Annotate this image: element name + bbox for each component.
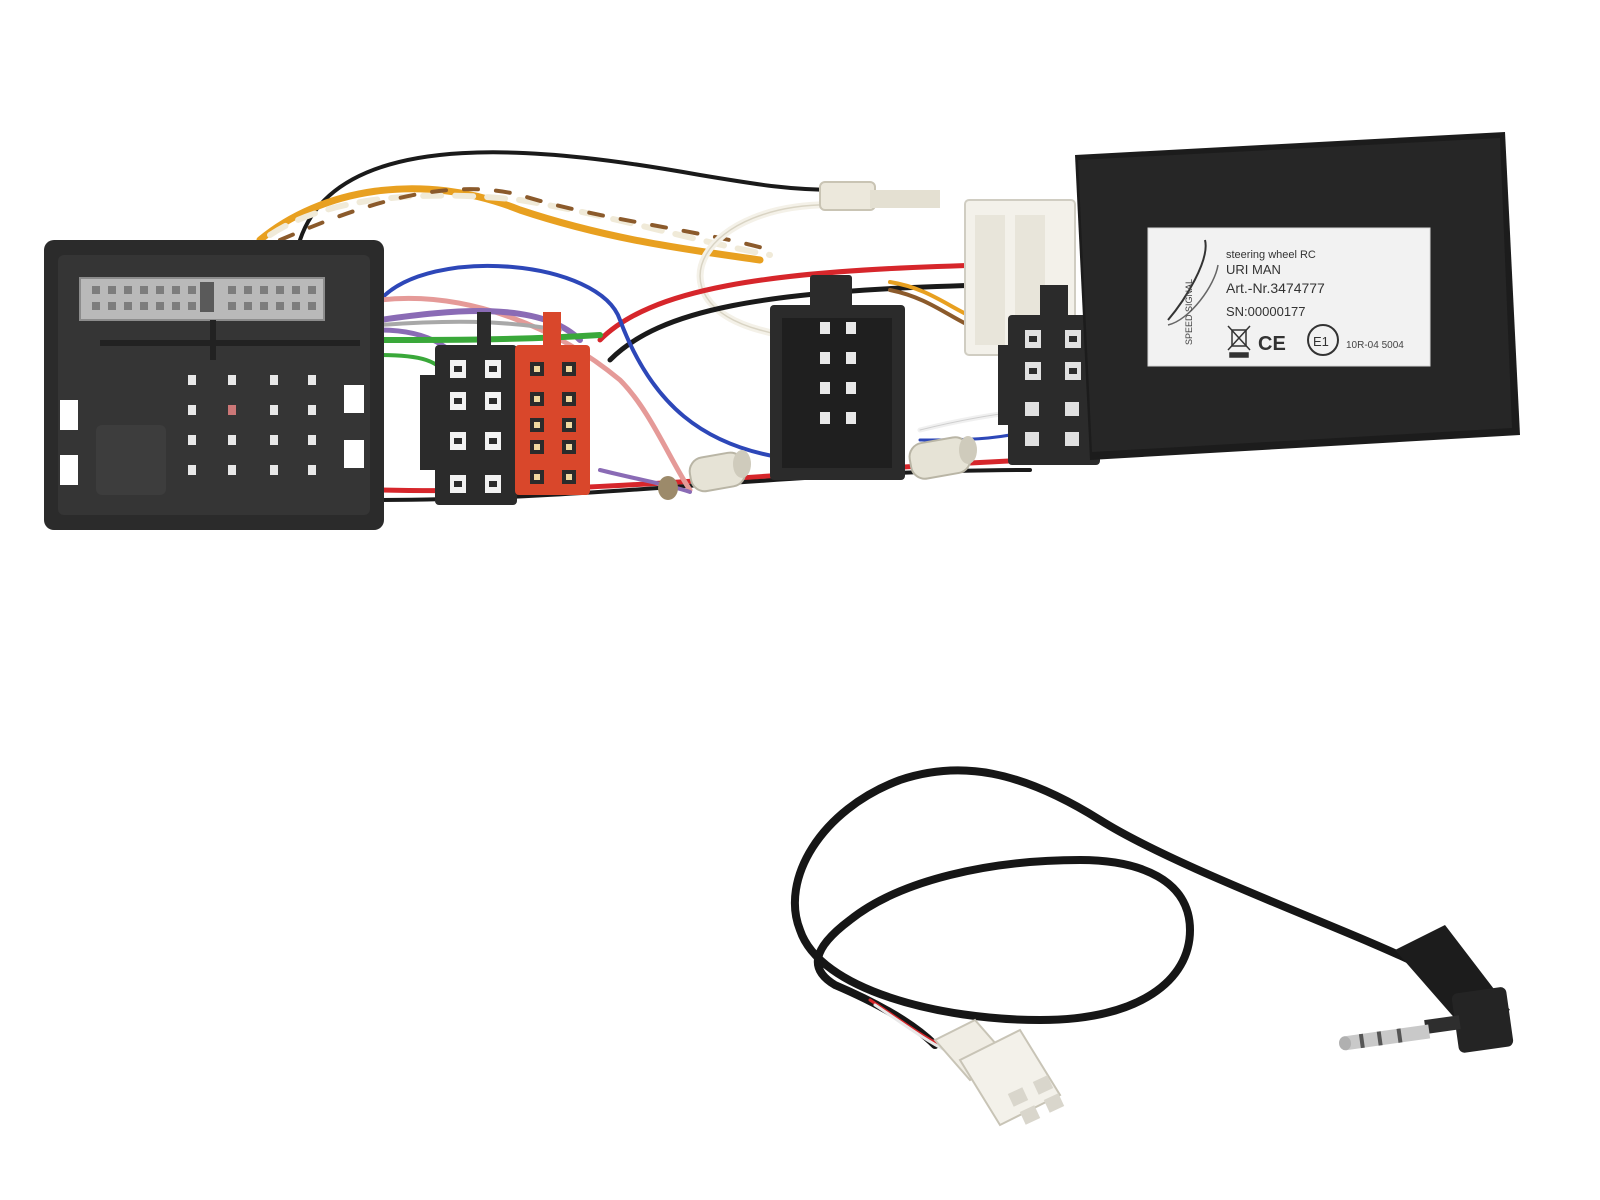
cable-white-wire	[873, 1003, 947, 1052]
brand-logo-text: SPEED SIGNAL	[1184, 279, 1194, 345]
control-module: SPEED SIGNAL steering wheel RC URI MAN A…	[1075, 132, 1520, 460]
wire-black-top	[298, 150, 842, 242]
iso-connector-red	[515, 312, 590, 495]
e-mark-text: E1	[1313, 334, 1329, 349]
wire-red-1	[597, 262, 993, 343]
label-article-number: Art.-Nr.3474777	[1226, 280, 1325, 296]
label-serial-number: SN:00000177	[1226, 304, 1306, 319]
wire-brown-twist	[278, 187, 772, 252]
quadlock-pins	[188, 375, 316, 475]
wire-pink	[377, 295, 693, 493]
quadlock-connector	[44, 240, 384, 530]
audio-jack-plug	[1338, 925, 1514, 1053]
iso-connector-black-left	[420, 312, 517, 505]
jack-tip	[1338, 1024, 1431, 1051]
antenna-plug-left	[658, 450, 751, 500]
antenna-plug-right	[908, 436, 977, 480]
wire-purple-1	[377, 308, 583, 343]
module-label: SPEED SIGNAL steering wheel RC URI MAN A…	[1147, 227, 1431, 367]
weee-bin-icon	[1227, 325, 1251, 358]
ce-mark: CE	[1258, 333, 1286, 355]
iso-connector-black-middle	[770, 275, 905, 480]
jack-adapter-cable	[791, 766, 1424, 1052]
e-mark-icon: E1	[1307, 324, 1339, 356]
wire-black-2	[607, 282, 993, 363]
speed-signal-logo: SPEED SIGNAL	[1167, 239, 1219, 345]
wire-blue	[378, 263, 802, 462]
wire-purple-3	[598, 468, 692, 494]
label-model: URI MAN	[1226, 262, 1281, 277]
approval-number: 10R-04 5004	[1346, 340, 1404, 351]
iso-connector-black-right	[998, 285, 1100, 465]
wire-grey	[378, 319, 562, 332]
label-title: steering wheel RC	[1226, 249, 1316, 261]
molex-plug-white	[933, 1018, 1065, 1127]
cable-main	[791, 766, 1424, 1049]
wire-orange-twist	[256, 185, 764, 264]
wire-white-twist	[267, 192, 773, 258]
pin-header	[92, 282, 316, 312]
